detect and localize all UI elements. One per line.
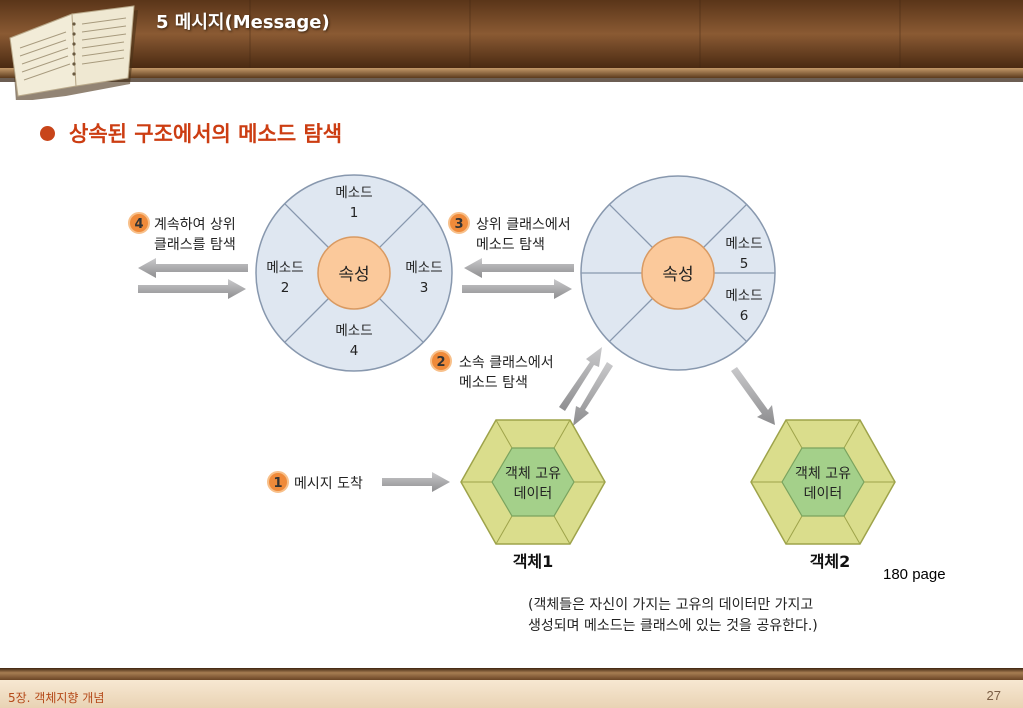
arrow-mid-right (462, 279, 572, 299)
class1-method1-name: 메소드 (335, 185, 372, 201)
flow-arrows (138, 258, 775, 492)
object2-line1: 객체 고유 (795, 466, 851, 482)
footer-banner (0, 668, 1023, 708)
arrow-right-lower (138, 279, 246, 299)
arrow-class2-to-object2 (731, 367, 775, 425)
object2-hexagon: 객체 고유 데이터 객체2 (750, 419, 896, 571)
svg-text:1: 1 (273, 476, 282, 491)
step-2-line2: 메소드 탐색 (459, 375, 528, 391)
arrow-object1-up (559, 347, 602, 411)
step-badge (448, 212, 470, 234)
note-line2: 생성되며 메소드는 클래스에 있는 것을 공유한다.) (528, 618, 818, 634)
step-2: 2 소속 클래스에서 메소드 탐색 (430, 350, 554, 391)
step-2-line1: 소속 클래스에서 (459, 355, 554, 371)
note-line1: (객체들은 자신이 가지는 고유의 데이터만 가지고 (528, 597, 813, 613)
step-4-line1: 계속하여 상위 (154, 217, 236, 233)
footer-chapter: 5장. 객체지향 개념 (8, 691, 105, 705)
class1-method4-name: 메소드 (335, 323, 372, 339)
page-reference: 180 page (883, 566, 946, 583)
object2-name: 객체2 (810, 552, 851, 571)
step-1-line1: 메시지 도착 (294, 476, 363, 492)
class2-core-label: 속성 (662, 265, 693, 285)
class2-core (641, 236, 715, 310)
object1-line1: 객체 고유 (505, 466, 561, 482)
svg-text:4: 4 (134, 217, 143, 232)
step-3: 3 상위 클래스에서 메소드 탐색 (448, 212, 571, 253)
class2-method5-name: 메소드 (725, 236, 762, 252)
section-heading: 상속된 구조에서의 메소드 탐색 (40, 118, 342, 148)
step-4: 4 계속하여 상위 클래스를 탐색 (128, 212, 236, 253)
header-banner (0, 0, 1023, 100)
step-badge (267, 471, 289, 493)
book-icon (6, 4, 142, 102)
class2-method5-num: 5 (740, 256, 749, 272)
class1-core (317, 236, 391, 310)
section-heading-text: 상속된 구조에서의 메소드 탐색 (69, 122, 343, 146)
arrow-message-arrival (382, 472, 450, 492)
arrow-down-to-object1 (573, 362, 613, 426)
object1-name: 객체1 (513, 552, 554, 571)
step-badge (128, 212, 150, 234)
svg-text:2: 2 (436, 355, 445, 370)
class1-method3-name: 메소드 (405, 260, 442, 276)
footer-page-number: 27 (986, 688, 1001, 703)
arrow-mid-left (464, 258, 574, 278)
arrow-left-upper (138, 258, 248, 278)
step-3-line2: 메소드 탐색 (476, 237, 545, 253)
class1-method1-num: 1 (350, 205, 359, 221)
object1-hexagon: 객체 고유 데이터 객체1 (460, 419, 606, 571)
class2-method6-num: 6 (740, 308, 749, 324)
class2-circle: 속성 메소드 5 메소드 6 (580, 175, 776, 371)
step-badge (430, 350, 452, 372)
step-4-line2: 클래스를 탐색 (154, 237, 236, 253)
object1-line2: 데이터 (514, 486, 553, 502)
class1-method2-name: 메소드 (266, 260, 303, 276)
bullet-icon (40, 125, 55, 141)
class1-method2-num: 2 (281, 280, 290, 296)
class1-core-label: 속성 (338, 265, 369, 285)
class2-method6-name: 메소드 (725, 288, 762, 304)
object2-line2: 데이터 (804, 486, 843, 502)
class1-circle: 속성 메소드 1 메소드 2 메소드 3 메소드 4 (255, 174, 453, 372)
class1-method4-num: 4 (350, 343, 359, 359)
class1-method3-num: 3 (420, 280, 429, 296)
svg-text:3: 3 (454, 217, 463, 232)
step-1: 1 메시지 도착 (267, 471, 363, 493)
step-3-line1: 상위 클래스에서 (476, 217, 571, 233)
slide-title: 5 메시지(Message) (156, 12, 330, 33)
